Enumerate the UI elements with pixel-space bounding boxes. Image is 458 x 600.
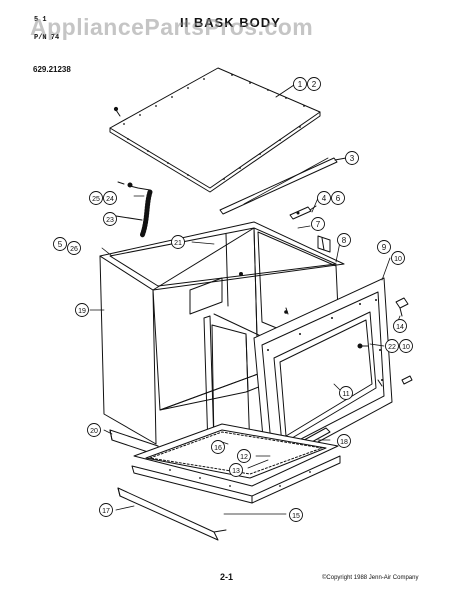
callout-label: 16 (214, 445, 222, 452)
screw-top (113, 106, 121, 117)
copyright-notice: ©Copyright 1988 Jenn-Air Company (322, 575, 419, 581)
callout-5-26: 5 26 (53, 237, 81, 255)
page-title: II BASK BODY (180, 15, 281, 30)
callout-18: 18 (337, 434, 351, 448)
callout-label: 4 (322, 194, 327, 203)
callout-1-2: 1 2 (293, 77, 321, 91)
callout-12: 12 (237, 449, 251, 463)
header-part-number: P/N 74 (34, 34, 60, 42)
callout-23: 23 (103, 212, 117, 226)
leader-lines (89, 157, 401, 515)
top-panel (109, 67, 321, 193)
callout-label: 7 (316, 220, 321, 229)
callout-label: 9 (382, 243, 387, 252)
power-cord-conduit (115, 181, 153, 239)
callout-19: 19 (75, 303, 89, 317)
callout-label: 8 (342, 236, 347, 245)
callout-label: 26 (70, 246, 78, 253)
callout-16: 16 (211, 440, 225, 454)
callout-22-10: 22 10 (385, 339, 413, 353)
callout-15: 15 (289, 508, 303, 522)
callout-label: 12 (240, 454, 248, 461)
callout-13: 13 (229, 463, 243, 477)
callout-label: 6 (336, 194, 341, 203)
callout-label: 15 (292, 513, 300, 520)
callout-3: 3 (345, 151, 359, 165)
callout-4-6: 4 6 (317, 191, 345, 205)
callout-label: 19 (78, 308, 86, 315)
upper-brace-rod (219, 157, 347, 215)
callout-label: 20 (90, 428, 98, 435)
callout-label: 25 (92, 196, 100, 203)
callout-21: 21 (171, 235, 185, 249)
callout-label: 18 (340, 439, 348, 446)
callout-label: 11 (342, 391, 349, 398)
callout-20: 20 (87, 423, 101, 437)
lower-rail (117, 487, 227, 541)
leader-line (275, 84, 295, 98)
callout-label: 13 (232, 468, 240, 475)
callout-label: 22 (388, 344, 396, 351)
watermark: AppliancePartsPros.com (30, 14, 314, 40)
callout-8: 8 (337, 233, 351, 247)
callouts: 1 2 3 4 6 7 8 (53, 77, 413, 522)
callout-11: 11 (339, 386, 353, 400)
small-bracket (289, 205, 317, 220)
callout-label: 10 (394, 256, 402, 263)
callout-label: 10 (402, 344, 410, 351)
callout-label: 24 (106, 196, 114, 203)
callout-7: 7 (311, 217, 325, 231)
callout-25-24: 25 24 (89, 191, 117, 205)
callout-9-10: 9 10 (377, 240, 405, 265)
callout-label: 3 (350, 154, 355, 163)
base-frame (131, 423, 341, 504)
callout-label: 1 (298, 80, 303, 89)
front-frame (253, 277, 393, 471)
callout-14: 14 (393, 319, 407, 333)
callout-label: 14 (396, 324, 404, 331)
side-fasteners (357, 297, 413, 385)
callout-label: 23 (106, 217, 114, 224)
callout-17: 17 (99, 503, 113, 517)
callout-label: 5 (58, 240, 63, 249)
model-number: 629.21238 (33, 65, 71, 74)
callout-label: 2 (312, 80, 317, 89)
page-number: 2-1 (220, 572, 234, 582)
callout-label: 21 (174, 240, 182, 247)
callout-label: 17 (102, 508, 110, 515)
header-line-1: 5 1 (34, 16, 47, 24)
